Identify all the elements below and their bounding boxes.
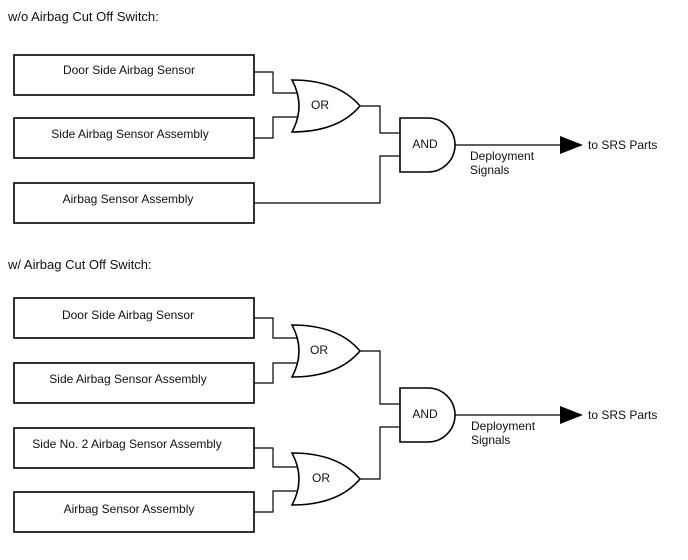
section2-wire-4 xyxy=(254,490,298,513)
section1-sensor-box-3: Airbag Sensor Assembly xyxy=(13,182,255,224)
section2-wire-2 xyxy=(254,362,298,384)
section1-sensor-label-3: Airbag Sensor Assembly xyxy=(63,192,194,206)
section1-or-label: OR xyxy=(311,98,329,112)
section1-arrow-icon xyxy=(560,136,583,154)
section1-or-gate: OR xyxy=(290,79,362,133)
section2-and-gate: AND xyxy=(399,387,456,443)
section2-and-label: AND xyxy=(412,407,438,421)
section2-wire-3 xyxy=(254,447,298,468)
section1-output-label: to SRS Parts xyxy=(588,138,657,152)
section2-sensor-label-2: Side Airbag Sensor Assembly xyxy=(49,372,206,386)
section1-wire-3 xyxy=(254,155,400,204)
section2-or-label-2: OR xyxy=(312,471,330,485)
section1-heading: w/o Airbag Cut Off Switch: xyxy=(7,9,159,24)
section2-or-gate-1: OR xyxy=(290,324,362,378)
section2-or-label-1: OR xyxy=(310,343,328,357)
section2-signal-label-1: Deployment xyxy=(471,419,536,433)
section2-or-gate-2: OR xyxy=(290,452,362,506)
section1-sensor-label-2: Side Airbag Sensor Assembly xyxy=(51,127,208,141)
section1-sensor-box-2: Side Airbag Sensor Assembly xyxy=(13,117,255,159)
section2-wire-or1-and xyxy=(360,350,400,405)
section2-output-label: to SRS Parts xyxy=(588,408,657,422)
section1-signal-label-1: Deployment xyxy=(470,149,535,163)
section1-sensor-label-1: Door Side Airbag Sensor xyxy=(63,63,195,77)
section2-arrow-icon xyxy=(560,406,583,424)
section1-signal-label-2: Signals xyxy=(470,163,509,177)
section2-sensor-box-2: Side Airbag Sensor Assembly xyxy=(13,362,255,404)
section2-heading: w/ Airbag Cut Off Switch: xyxy=(7,257,152,272)
section1-wire-1 xyxy=(254,71,298,94)
section1-wire-or-and xyxy=(360,105,400,134)
section1-and-label: AND xyxy=(412,137,438,151)
section2-sensor-box-1: Door Side Airbag Sensor xyxy=(13,297,255,339)
section2-sensor-box-3: Side No. 2 Airbag Sensor Assembly xyxy=(13,427,255,469)
section2-signal-label-2: Signals xyxy=(471,433,510,447)
section2-sensor-label-3: Side No. 2 Airbag Sensor Assembly xyxy=(32,437,221,451)
section2-sensor-label-4: Airbag Sensor Assembly xyxy=(64,502,195,516)
section2-wire-or2-and xyxy=(360,426,400,480)
section2-sensor-label-1: Door Side Airbag Sensor xyxy=(62,308,194,322)
section1-wire-2 xyxy=(254,116,298,139)
section2-sensor-box-4: Airbag Sensor Assembly xyxy=(13,491,255,533)
section1-sensor-box-1: Door Side Airbag Sensor xyxy=(13,54,255,96)
section2-wire-1 xyxy=(254,317,298,339)
section1-and-gate: AND xyxy=(399,117,456,173)
